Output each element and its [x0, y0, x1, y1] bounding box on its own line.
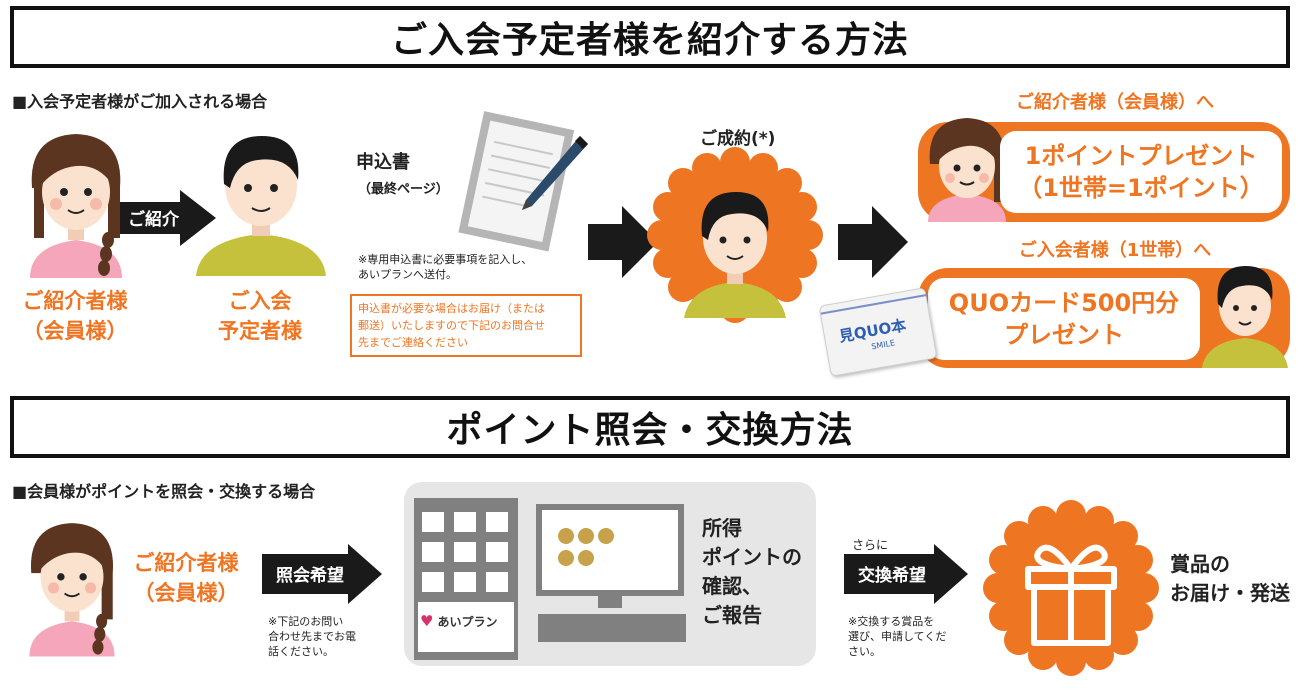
exchange-note-2: 選び、申請してくだ: [848, 630, 947, 643]
gift-icon: [983, 500, 1159, 676]
member-label-1: ご紹介者様: [133, 551, 239, 575]
reward2-line-1: QUOカード500円分: [948, 289, 1180, 317]
arrow-icon: [120, 190, 216, 246]
screen-text-1: 所得: [702, 516, 742, 540]
man-icon: [196, 136, 326, 276]
form-note-2: あいプランへ送付。: [358, 268, 457, 281]
building-icon: [414, 498, 518, 660]
arrow-icon: [262, 544, 382, 604]
woman-icon: [30, 134, 122, 278]
woman-icon: [928, 118, 1006, 222]
member-label-2: （会員様）: [133, 581, 239, 605]
section1-subtitle: ■入会予定者様がご加入される場合: [12, 92, 268, 111]
monitor-icon: [536, 504, 686, 642]
arrow-icon: [844, 544, 968, 604]
prospect-label-2: 予定者様: [218, 319, 302, 343]
reward1-line-1: 1ポイントプレゼント: [1024, 142, 1258, 170]
contract-label: ご成約(*): [700, 129, 776, 149]
inquiry-note-1: ※下記のお問い: [268, 615, 344, 628]
referrer-label-2: （会員様）: [22, 319, 128, 343]
arrow-icon: [588, 206, 658, 278]
aiplan-logo: ♥ あいプラン: [420, 612, 497, 630]
delivery-text-1: 賞品の: [1170, 552, 1230, 576]
delivery-text-2: お届け・発送: [1170, 581, 1290, 605]
screen-text-4: ご報告: [702, 603, 762, 627]
heart-icon: ♥: [420, 612, 434, 630]
section2-title: ポイント照会・交換方法: [10, 396, 1290, 458]
screen-text-3: 確認、: [702, 574, 762, 598]
form-note-1: ※専用申込書に必要事項を記入し、: [358, 253, 533, 266]
logo-text: あいプラン: [437, 614, 498, 629]
quo-card: 見QUO本 SMILE: [818, 287, 938, 377]
reward2-heading: ご入会者様（1世帯）へ: [1018, 240, 1212, 261]
referrer-label-1: ご紹介者様: [22, 289, 128, 313]
document-icon: [458, 111, 588, 252]
reward2-line-2: プレゼント: [1004, 321, 1124, 349]
screen-text-2: ポイントの: [702, 545, 802, 569]
form-box-note-2: 郵送）いたしますので下記のお問合せ: [358, 319, 545, 332]
exchange-pre-label: さらに: [852, 538, 889, 552]
arrow-icon: [838, 206, 908, 278]
section1-title: ご入会予定者様を紹介する方法: [10, 6, 1290, 68]
exchange-note-1: ※交換する賞品を: [848, 615, 935, 628]
section2-subtitle: ■会員様がポイントを照会・交換する場合: [12, 482, 316, 501]
inquiry-note-2: 合わせ先までお電: [268, 630, 356, 643]
reward1-text: 1ポイントプレゼント （1世帯=1ポイント）: [1000, 131, 1282, 213]
reward1-line-2: （1世帯=1ポイント）: [1018, 174, 1264, 202]
form-box-note-3: 先までご連絡ください: [358, 336, 468, 349]
prospect-label-1: ご入会: [228, 289, 292, 313]
inquiry-note-3: 話ください。: [268, 645, 334, 658]
pen-icon: [522, 136, 588, 210]
exchange-note-3: さい。: [848, 645, 881, 658]
exchange-arrow-label: 交換希望: [858, 566, 926, 586]
woman-icon: [29, 523, 115, 657]
referral-arrow-label: ご紹介: [128, 210, 179, 230]
contract-badge-icon: [647, 147, 823, 323]
reward2-text: QUOカード500円分 プレゼント: [928, 278, 1200, 360]
reward1-heading: ご紹介者様（会員様）へ: [1016, 92, 1214, 113]
form-subtitle: （最終ページ）: [358, 182, 449, 197]
man-icon: [1202, 266, 1288, 368]
inquiry-arrow-label: 照会希望: [276, 566, 344, 586]
form-box-note-1: 申込書が必要な場合はお届け（または: [358, 302, 545, 315]
form-title: 申込書: [356, 152, 410, 173]
form-request-note: 申込書が必要な場合はお届け（または 郵送）いたしますので下記のお問合せ 先までご…: [350, 294, 582, 357]
